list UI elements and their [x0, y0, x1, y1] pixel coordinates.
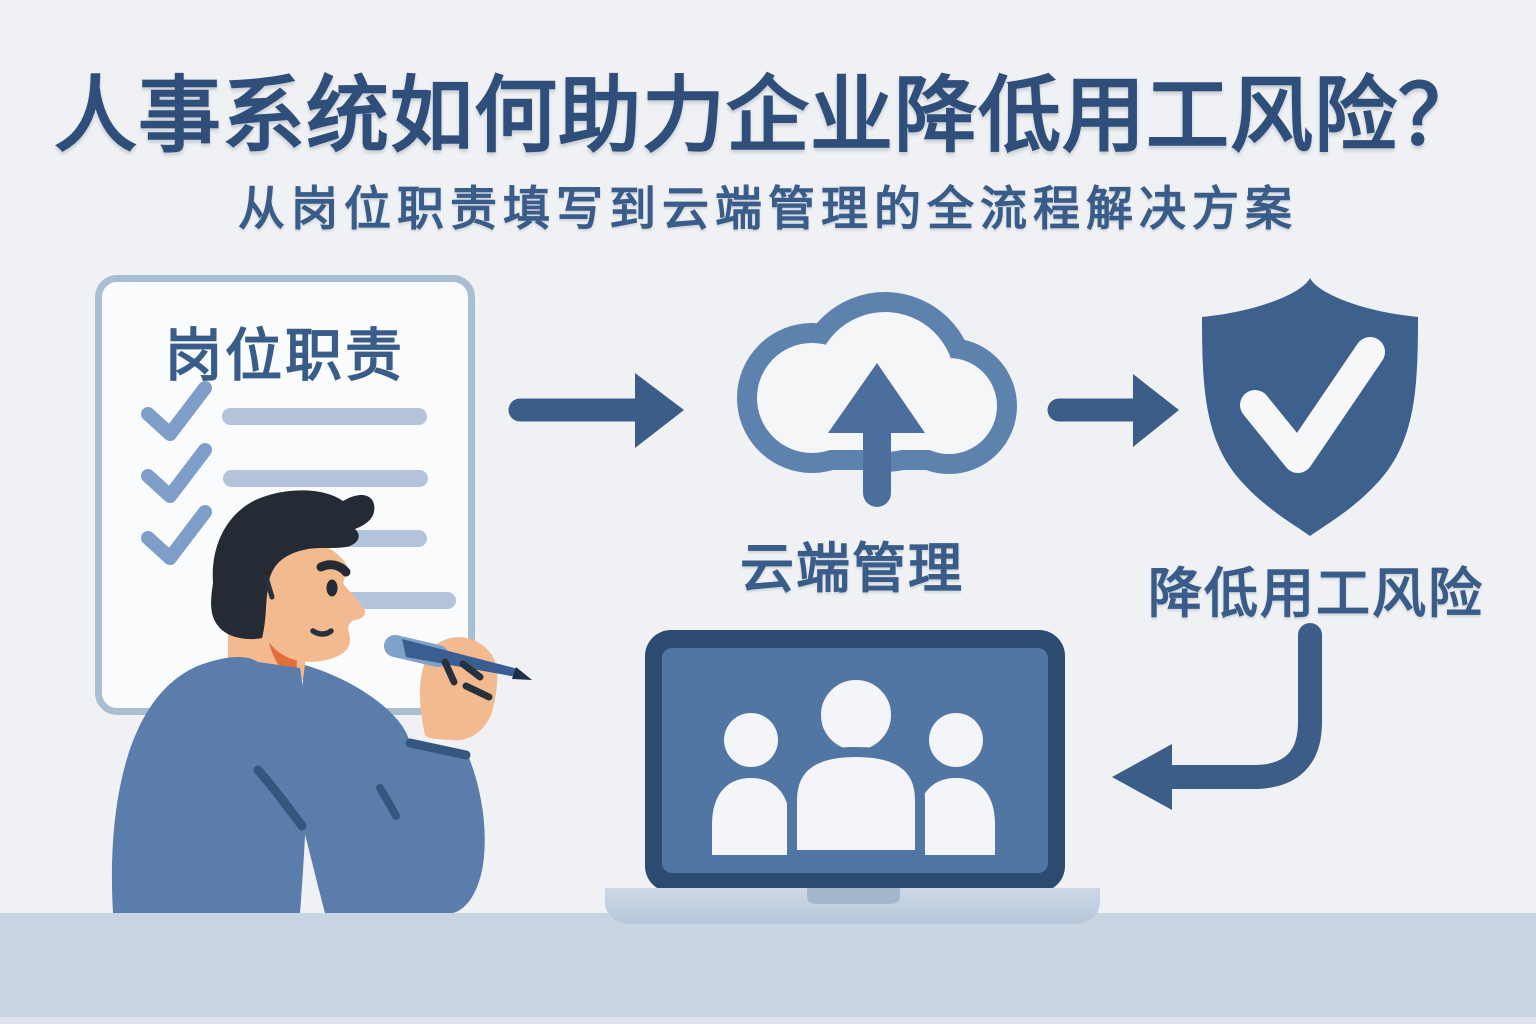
writing-person-illustration [111, 490, 532, 913]
cloud-step-label: 云端管理 [740, 539, 964, 599]
pen-icon [384, 635, 532, 680]
document-title: 岗位职责 [165, 324, 405, 388]
desk-surface [0, 913, 1536, 1024]
laptop-trackpad-notch [807, 888, 900, 904]
arrow-right-icon [1047, 374, 1179, 447]
shield-check-icon [1202, 278, 1418, 536]
cheek-line [263, 574, 275, 600]
cuff-line [405, 738, 471, 760]
cloud-upload-icon [737, 292, 1017, 507]
shield-step-label: 降低用工风险 [1148, 564, 1484, 624]
sweater-body [111, 656, 307, 913]
page-title: 人事系统如何助力企业降低用工风险？ [54, 69, 1482, 162]
eyebrow [316, 560, 351, 577]
eye [326, 579, 338, 597]
armpit-crease [253, 765, 307, 831]
sleeve-crease [376, 784, 400, 820]
curved-arrow-icon [1112, 623, 1322, 810]
page-subtitle: 从岗位职责填写到云端管理的全流程解决方案 [238, 182, 1298, 235]
mouth [310, 628, 334, 637]
person-hair [211, 490, 375, 640]
users-group-icon [712, 670, 995, 860]
laptop-base [605, 888, 1100, 924]
arrow-right-icon [508, 373, 684, 448]
finger-lines [441, 658, 493, 701]
sweater-arm [299, 665, 485, 913]
check-icon [141, 381, 212, 565]
upload-arrow-icon [828, 363, 925, 507]
laptop-icon [605, 630, 1100, 924]
